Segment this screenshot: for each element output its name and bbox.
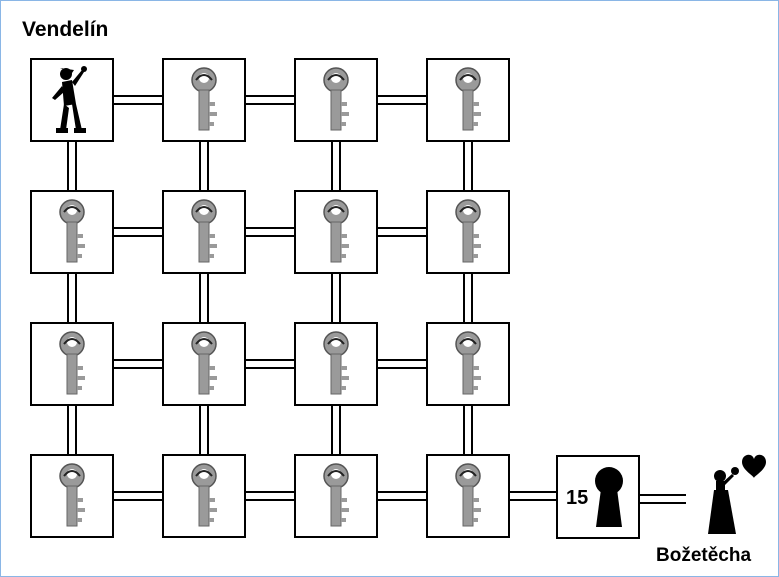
- key-icon: [450, 462, 486, 530]
- key-icon: [186, 462, 222, 530]
- keyhole-icon: [592, 465, 626, 531]
- horizontal-link: [376, 95, 428, 105]
- vertical-link: [67, 404, 77, 456]
- horizontal-link: [244, 359, 296, 369]
- room-r3-c4[interactable]: [426, 322, 510, 406]
- room-r4-c4[interactable]: [426, 454, 510, 538]
- horizontal-link: [244, 227, 296, 237]
- link-to-lock-room: [508, 491, 558, 501]
- horizontal-link: [244, 491, 296, 501]
- lock-room[interactable]: 15: [556, 455, 640, 539]
- room-r2-c4[interactable]: [426, 190, 510, 274]
- room-r4-c2[interactable]: [162, 454, 246, 538]
- key-icon: [186, 330, 222, 398]
- key-icon: [318, 66, 354, 134]
- man-icon: [44, 64, 100, 136]
- key-icon: [54, 330, 90, 398]
- key-icon: [450, 330, 486, 398]
- horizontal-link: [376, 359, 428, 369]
- link-lock-to-goal: [640, 494, 686, 504]
- vertical-link: [67, 272, 77, 324]
- key-icon: [54, 198, 90, 266]
- vertical-link: [199, 404, 209, 456]
- key-icon: [186, 66, 222, 134]
- vertical-link: [331, 404, 341, 456]
- room-r2-c2[interactable]: [162, 190, 246, 274]
- room-r1-c4[interactable]: [426, 58, 510, 142]
- room-r4-c3[interactable]: [294, 454, 378, 538]
- key-icon: [318, 198, 354, 266]
- vertical-link: [463, 404, 473, 456]
- vertical-link: [331, 140, 341, 192]
- vertical-link: [199, 140, 209, 192]
- room-r2-c1[interactable]: [30, 190, 114, 274]
- room-r4-c1[interactable]: [30, 454, 114, 538]
- room-r3-c2[interactable]: [162, 322, 246, 406]
- horizontal-link: [112, 227, 164, 237]
- room-r1-c1[interactable]: [30, 58, 114, 142]
- horizontal-link: [376, 491, 428, 501]
- vertical-link: [463, 272, 473, 324]
- key-icon: [186, 198, 222, 266]
- horizontal-link: [112, 95, 164, 105]
- vertical-link: [331, 272, 341, 324]
- key-icon: [450, 66, 486, 134]
- key-icon: [318, 462, 354, 530]
- horizontal-link: [112, 491, 164, 501]
- vertical-link: [199, 272, 209, 324]
- room-r2-c3[interactable]: [294, 190, 378, 274]
- room-r3-c1[interactable]: [30, 322, 114, 406]
- key-icon: [318, 330, 354, 398]
- horizontal-link: [376, 227, 428, 237]
- goal-label: Božetěcha: [656, 545, 752, 566]
- princess-icon: [688, 450, 778, 540]
- vertical-link: [463, 140, 473, 192]
- room-r1-c3[interactable]: [294, 58, 378, 142]
- horizontal-link: [112, 359, 164, 369]
- vertical-link: [67, 140, 77, 192]
- lock-number: 15: [566, 487, 589, 509]
- room-r3-c3[interactable]: [294, 322, 378, 406]
- key-icon: [450, 198, 486, 266]
- horizontal-link: [244, 95, 296, 105]
- room-r1-c2[interactable]: [162, 58, 246, 142]
- key-icon: [54, 462, 90, 530]
- start-label: Vendelín: [22, 18, 109, 41]
